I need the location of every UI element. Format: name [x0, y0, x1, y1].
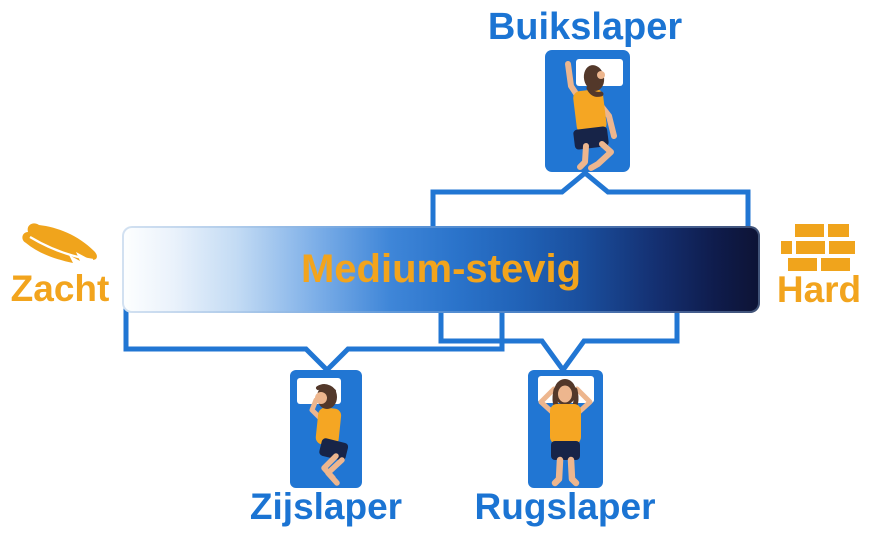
back-sleeper-bed-icon: [528, 370, 603, 488]
back-sleeper-label: Rugslaper: [474, 486, 656, 527]
hard-label: Hard: [776, 269, 862, 310]
hard-end-group: Hard: [770, 224, 868, 308]
feather-icon: [22, 223, 97, 263]
stomach-sleeper-bed-icon: [545, 50, 630, 172]
bricks-icon: [781, 224, 855, 271]
side-sleeper-label: Zijslaper: [249, 486, 403, 527]
soft-label: Zacht: [10, 268, 110, 309]
stomach-sleeper-label: Buikslaper: [487, 6, 683, 48]
side-sleeper-bed-icon: [290, 370, 362, 488]
firmness-gradient-bar: Medium-stevig: [122, 226, 760, 313]
soft-end-group: Zacht: [2, 220, 118, 307]
medium-firm-label: Medium-stevig: [300, 247, 582, 291]
top-bracket-line: [430, 169, 751, 234]
back-sleeper-bracket-line: [438, 308, 680, 375]
